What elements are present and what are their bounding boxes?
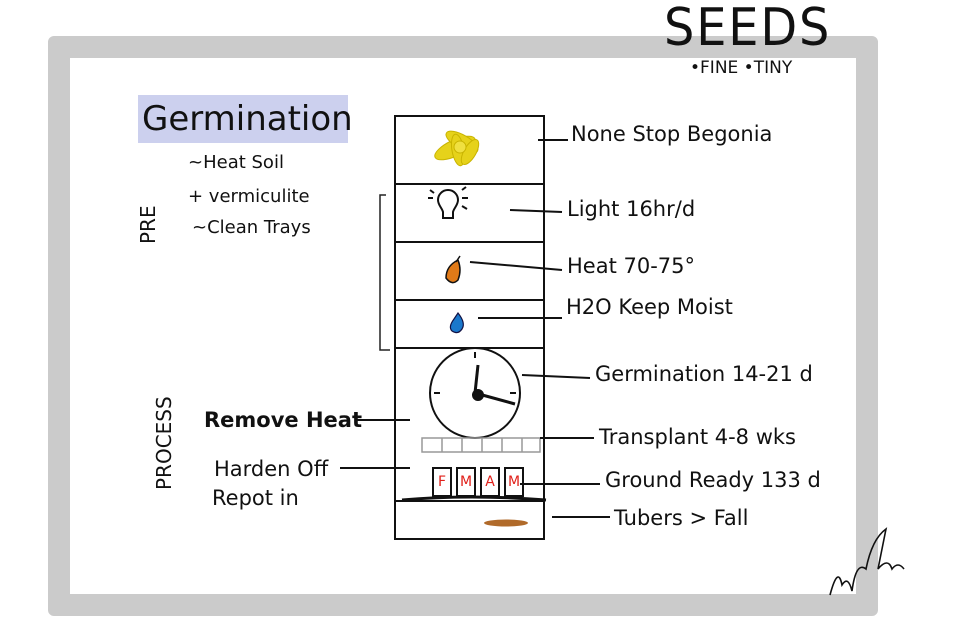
pre-item: ~Clean Trays	[192, 217, 311, 238]
page-title: SEEDS	[664, 0, 832, 58]
tower-cell-tubers	[394, 500, 545, 540]
signature-mark	[829, 527, 905, 596]
label-variety: None Stop Begonia	[571, 122, 773, 146]
pre-bracket	[379, 194, 390, 351]
label-light: Light 16hr/d	[567, 197, 696, 221]
process-item: Repot in	[212, 486, 299, 510]
calendar-month: F	[432, 467, 452, 497]
page-subtitle: •FINE •TINY	[690, 58, 793, 78]
pre-item: + vermiculite	[188, 186, 310, 207]
label-germination: Germination 14-21 d	[595, 362, 813, 386]
label-water: H2O Keep Moist	[566, 295, 733, 319]
flower-icon	[434, 130, 480, 167]
label-tubers: Tubers > Fall	[614, 506, 749, 530]
process-item: Harden Off	[214, 457, 329, 481]
pre-item: ~Heat Soil	[188, 152, 284, 173]
water-drop-icon	[449, 311, 464, 334]
ground-line	[401, 495, 547, 502]
section-heading: Germination	[138, 95, 353, 143]
process-item: Remove Heat	[204, 408, 362, 432]
transplant-bar	[421, 437, 541, 453]
label-transplant: Transplant 4-8 wks	[599, 425, 796, 449]
heat-drop-icon	[445, 255, 461, 284]
label-ground-ready: Ground Ready 133 d	[605, 468, 821, 492]
lightbulb-icon	[428, 186, 468, 219]
label-heat: Heat 70-75°	[567, 254, 696, 278]
calendar-month: M	[504, 467, 524, 497]
connector-lines	[340, 139, 610, 518]
clock-icon	[429, 347, 521, 439]
tuber-icon	[484, 519, 528, 527]
